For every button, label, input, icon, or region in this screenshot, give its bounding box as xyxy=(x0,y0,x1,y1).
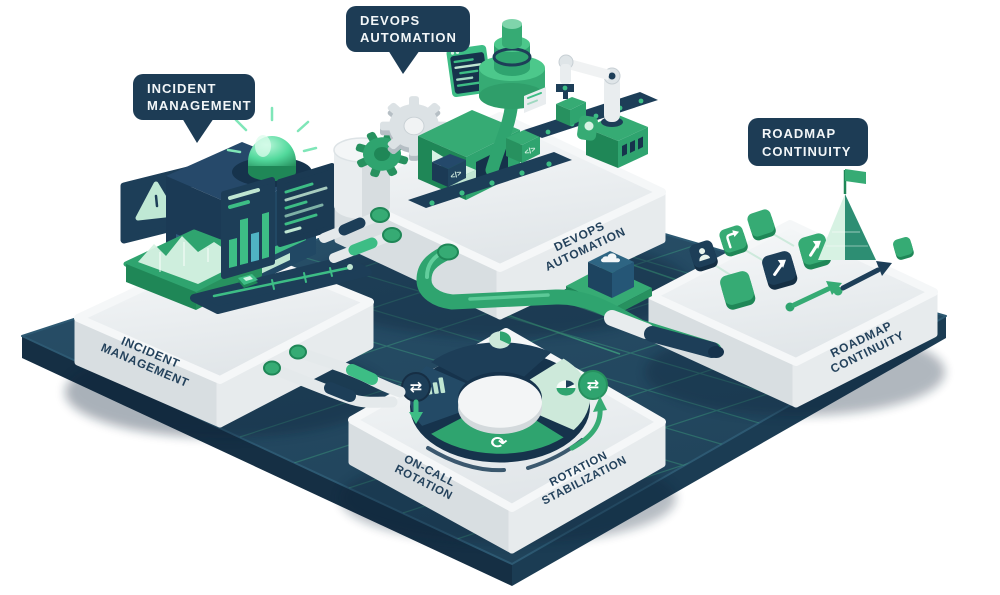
pipe-band-navy xyxy=(338,217,366,236)
arrow-icon xyxy=(773,259,786,276)
pipe-flange xyxy=(263,360,281,376)
milestone-arrow-green xyxy=(785,281,842,312)
callout-roadmap-continuity: ROADMAP CONTINUITY xyxy=(748,118,868,166)
drop-arrow-icon xyxy=(409,399,423,424)
timeline-slider xyxy=(190,256,372,314)
conveyor-belt-front: </> </> xyxy=(408,130,572,208)
fixture-block xyxy=(577,115,598,141)
bar-chart-icon xyxy=(229,212,269,268)
cloud-icon xyxy=(601,253,620,263)
milestone-arrow-navy xyxy=(833,261,892,296)
pipe-white-3 xyxy=(319,207,390,243)
callout-devops-automation: DEVOPS AUTOMATION xyxy=(346,6,470,74)
refresh-icon: ⟳ xyxy=(491,434,508,452)
callout-bubble xyxy=(346,6,470,52)
swap-arrows-glyph: ⇄ xyxy=(410,379,423,396)
ring-segment-top xyxy=(431,342,552,382)
code-block-cube: </> xyxy=(432,154,466,187)
pie-chart-icon-top xyxy=(489,331,511,349)
flag-icon xyxy=(845,169,866,184)
pipe-band-white xyxy=(604,310,654,339)
code-tile xyxy=(524,87,546,113)
tile-blank xyxy=(747,209,776,241)
callout-line: DEVOPS xyxy=(360,13,420,28)
code-block-glyph: </> xyxy=(523,144,538,157)
code-block-glyph: </> xyxy=(449,168,464,181)
mountain-flag-icon xyxy=(818,169,876,260)
ring-arcs xyxy=(426,405,603,473)
pipe-band-green xyxy=(346,364,378,385)
callout-tail xyxy=(182,118,214,143)
tile-arrow-navy xyxy=(762,251,798,290)
callout-tail xyxy=(388,50,420,74)
callout-incident-management: INCIDENT MANAGEMENT xyxy=(133,74,255,143)
pipe-white-4 xyxy=(329,227,402,263)
pipe-white-2 xyxy=(263,360,398,408)
ring-segment-right xyxy=(529,358,590,430)
pipes xyxy=(263,207,724,408)
pipe-flange xyxy=(382,227,402,243)
tile-blank-small xyxy=(893,237,914,260)
tile-blank-front xyxy=(720,271,756,310)
callout-line: MANAGEMENT xyxy=(147,98,252,113)
code-lines xyxy=(284,182,328,234)
pipe-band-navy xyxy=(644,326,720,358)
platform-incident-management: INCIDENT MANAGEMENT xyxy=(74,106,374,428)
bar-chart-card xyxy=(221,177,275,279)
pipe-green-main xyxy=(416,243,724,358)
slider-handle xyxy=(238,274,258,288)
turn-arrow-icon xyxy=(726,230,740,249)
swap-badge-right: ⇄ xyxy=(578,370,608,400)
pipe-band-green xyxy=(348,237,378,256)
ring-center xyxy=(458,375,542,428)
tile-turn-arrow xyxy=(719,225,748,257)
pipe-band-navy xyxy=(324,382,356,402)
vent-slats xyxy=(622,136,643,157)
callout-line: INCIDENT xyxy=(147,81,216,96)
pipe-flange xyxy=(437,243,459,261)
siren-rays xyxy=(226,106,318,154)
curve-arrow-icon xyxy=(569,405,603,451)
curve-arrow-head xyxy=(593,396,607,412)
callout-line: AUTOMATION xyxy=(360,30,457,45)
pipe-white-1 xyxy=(289,344,406,398)
callout-line: ROADMAP xyxy=(762,126,836,141)
code-block-cube: </> xyxy=(506,130,540,163)
window-code-lines xyxy=(453,58,483,87)
platform-devops-automation: </> </> xyxy=(333,19,666,320)
swap-arrows-glyph: ⇄ xyxy=(587,377,600,394)
tile-user xyxy=(689,240,718,272)
ring-arc xyxy=(426,446,506,473)
robot-arm-icon xyxy=(556,54,648,168)
pipe-flange xyxy=(289,344,307,360)
callout-bubble xyxy=(133,74,255,120)
pie-chart-icon-right xyxy=(556,380,576,396)
arrow-icon xyxy=(809,240,821,257)
pipe-flange xyxy=(708,346,724,358)
rotation-ring xyxy=(410,342,590,463)
code-panel xyxy=(277,163,335,247)
pipe-flange xyxy=(370,207,390,223)
gripper xyxy=(556,84,574,99)
user-icon xyxy=(699,248,711,262)
callout-bubble xyxy=(748,118,868,166)
callout-line: CONTINUITY xyxy=(762,144,851,159)
